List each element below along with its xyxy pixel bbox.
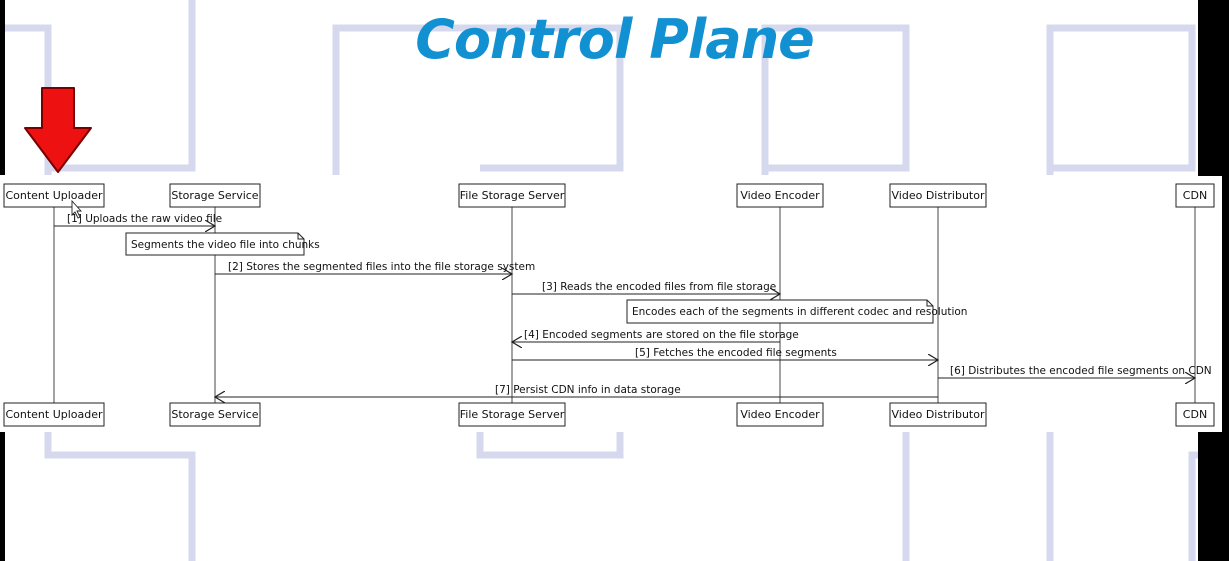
message-label: [2] Stores the segmented files into the … — [228, 261, 535, 273]
message-label: [5] Fetches the encoded file segments — [635, 347, 837, 359]
note-2: Encodes each of the segments in differen… — [626, 299, 967, 324]
participant-box-p2-bottom: File Storage Server — [458, 402, 566, 427]
message-label: [1] Uploads the raw video file — [67, 213, 222, 225]
red-down-arrow-icon — [24, 87, 92, 173]
participant-label: Storage Service — [171, 408, 258, 421]
participant-box-p2-top: File Storage Server — [458, 183, 566, 208]
participant-label: Video Encoder — [740, 408, 820, 421]
participant-label: Video Encoder — [740, 189, 820, 202]
message-3: [3] Reads the encoded files from file st… — [512, 281, 780, 294]
participant-box-p0-bottom: Content Uploader — [3, 402, 105, 427]
participant-box-p3-top: Video Encoder — [736, 183, 824, 208]
participant-box-p5-bottom: CDN — [1175, 402, 1215, 427]
message-1: [1] Uploads the raw video file — [54, 213, 222, 226]
participant-box-p4-bottom: Video Distributor — [889, 402, 987, 427]
message-5: [5] Fetches the encoded file segments — [512, 347, 938, 360]
message-label: [3] Reads the encoded files from file st… — [542, 281, 776, 293]
participant-label: File Storage Server — [460, 408, 565, 421]
participant-label: CDN — [1183, 189, 1207, 202]
participant-label: Video Distributor — [892, 189, 985, 202]
note-label: Encodes each of the segments in differen… — [632, 306, 967, 318]
message-4: [4] Encoded segments are stored on the f… — [512, 329, 799, 342]
message-label: [7] Persist CDN info in data storage — [495, 384, 681, 396]
note-label: Segments the video file into chunks — [131, 239, 320, 251]
participant-label: Content Uploader — [5, 189, 103, 202]
participant-box-p1-top: Storage Service — [169, 183, 261, 208]
page-title: Control Plane — [415, 8, 815, 71]
message-label: [4] Encoded segments are stored on the f… — [524, 329, 799, 341]
participant-box-p1-bottom: Storage Service — [169, 402, 261, 427]
participant-box-p0-top: Content Uploader — [3, 183, 105, 208]
participant-label: Content Uploader — [5, 408, 103, 421]
message-label: [6] Distributes the encoded file segment… — [950, 365, 1212, 377]
participant-box-p4-top: Video Distributor — [889, 183, 987, 208]
message-6: [6] Distributes the encoded file segment… — [938, 365, 1212, 378]
diagram-panel — [6, 177, 1221, 431]
participant-label: Storage Service — [171, 189, 258, 202]
participant-box-p5-top: CDN — [1175, 183, 1215, 208]
participant-label: CDN — [1183, 408, 1207, 421]
participant-label: File Storage Server — [460, 189, 565, 202]
mouse-cursor-icon — [71, 199, 83, 219]
participant-label: Video Distributor — [892, 408, 985, 421]
message-2: [2] Stores the segmented files into the … — [215, 261, 535, 274]
participant-box-p3-bottom: Video Encoder — [736, 402, 824, 427]
note-1: Segments the video file into chunks — [125, 232, 320, 256]
message-7: [7] Persist CDN info in data storage — [215, 384, 938, 397]
